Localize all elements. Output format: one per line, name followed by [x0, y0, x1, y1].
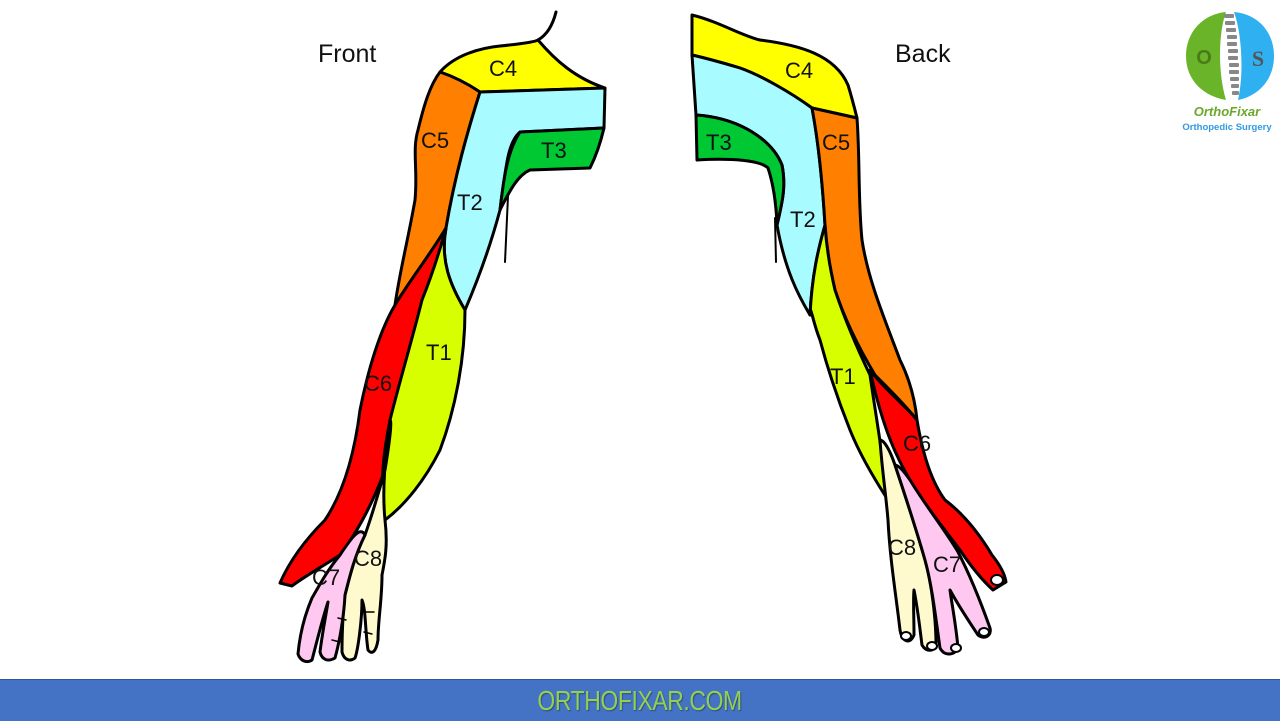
- arm-illustrations: C4 C5 T3 T2 T1 C6 C8 C7 C4 T3 C5 T2 T1 C…: [278, 10, 1008, 664]
- front-label-c4: C4: [489, 56, 517, 81]
- front-view-label: Front: [318, 40, 377, 68]
- front-label-t3: T3: [541, 138, 567, 163]
- front-label-c5: C5: [421, 128, 449, 153]
- back-arm: [690, 13, 1008, 656]
- front-label-t2: T2: [457, 190, 483, 215]
- back-label-c5: C5: [822, 130, 850, 155]
- back-label-c6: C6: [903, 431, 931, 456]
- footer-site-link[interactable]: ORTHOFIXAR.COM: [537, 684, 743, 716]
- back-label-c4: C4: [785, 58, 813, 83]
- back-label-c8: C8: [888, 535, 916, 560]
- footer-bar: ORTHOFIXAR.COM: [0, 679, 1280, 721]
- logo-emblem-icon: O S: [1186, 12, 1274, 100]
- front-arm: [278, 10, 607, 664]
- dermatome-diagram: Front Back: [278, 4, 1278, 664]
- front-t3-region: [498, 126, 606, 212]
- svg-text:S: S: [1252, 46, 1264, 71]
- orthofixar-logo: O S: [1178, 4, 1278, 140]
- back-c7-region: [893, 463, 992, 656]
- back-label-t2: T2: [790, 207, 816, 232]
- back-label-c7: C7: [933, 552, 961, 577]
- front-label-c6: C6: [364, 371, 392, 396]
- back-t1-region: [808, 223, 890, 502]
- logo-name: OrthoFixar: [1193, 104, 1261, 119]
- front-label-c8: C8: [354, 546, 382, 571]
- svg-text:O: O: [1196, 47, 1212, 69]
- back-label-t1: T1: [830, 364, 856, 389]
- front-c7-region: [296, 530, 367, 664]
- back-t3-region: [694, 113, 786, 227]
- back-view-label: Back: [895, 40, 951, 68]
- back-label-t3: T3: [706, 130, 732, 155]
- front-label-c7: C7: [312, 565, 340, 590]
- front-label-t1: T1: [426, 340, 452, 365]
- logo-subtitle: Orthopedic Surgery: [1182, 122, 1272, 133]
